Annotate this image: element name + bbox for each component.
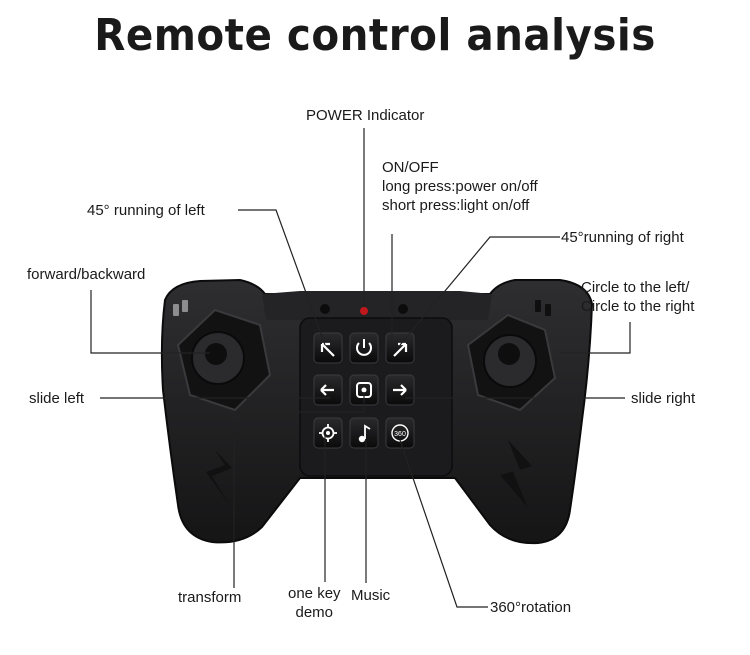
label-demo-line2: demo (295, 604, 334, 621)
leader-transform (233, 392, 365, 588)
button-slide-right[interactable] (385, 374, 415, 406)
leader-circle (560, 322, 631, 354)
leader-45-left (238, 209, 326, 346)
label-music: Music (351, 587, 391, 604)
label-circle: Circle to the left/ Circle to the right (581, 278, 694, 316)
label-onoff-line1: ON/OFF (382, 159, 439, 176)
button-grid: 360 (313, 332, 415, 449)
power-button[interactable] (349, 332, 379, 364)
label-onoff: ON/OFF long press:power on/off short pre… (382, 158, 538, 215)
power-indicator-led (360, 307, 368, 315)
button-45-left[interactable] (313, 332, 343, 364)
music-note-icon (358, 424, 371, 443)
label-slide-left: slide left (29, 390, 85, 407)
label-transform: transform (178, 589, 242, 606)
label-360-rotation: 360°rotation (490, 599, 572, 616)
leader-forward-backward (90, 290, 210, 354)
arrow-right-icon (393, 384, 407, 396)
arrow-left-icon (320, 384, 334, 396)
button-slide-left[interactable] (313, 374, 343, 406)
label-onoff-line2: long press:power on/off (382, 178, 538, 195)
controller-body (160, 278, 594, 545)
label-45-left: 45° running of left (87, 202, 205, 219)
arrow-up-left-icon (320, 342, 335, 357)
rotation-badge-text: 360 (394, 431, 406, 438)
label-circle-line2: Circle to the right (581, 298, 695, 315)
leader-lines (90, 128, 631, 608)
label-one-key-demo: one key demo (288, 584, 341, 622)
label-slide-right: slide right (631, 390, 696, 407)
arrow-up-right-icon (393, 342, 408, 357)
leader-45-right (399, 236, 560, 346)
leader-360 (399, 439, 488, 608)
gear-icon (319, 424, 337, 442)
button-360-rotation[interactable]: 360 (385, 417, 415, 449)
label-demo-line1: one key (288, 585, 341, 602)
label-circle-line1: Circle to the left/ (581, 279, 690, 296)
button-45-right[interactable] (385, 332, 415, 364)
button-music[interactable] (349, 417, 379, 449)
label-power-indicator: POWER Indicator (306, 107, 425, 124)
page-title: Remote control analysis (94, 10, 656, 61)
power-icon (356, 339, 372, 356)
label-forward-backward: forward/backward (27, 266, 146, 283)
button-one-key-demo[interactable] (313, 417, 343, 449)
screw-right (398, 304, 408, 314)
screw-left (320, 304, 330, 314)
label-onoff-line3: short press:light on/off (382, 197, 530, 214)
label-45-right: 45°running of right (561, 229, 684, 246)
